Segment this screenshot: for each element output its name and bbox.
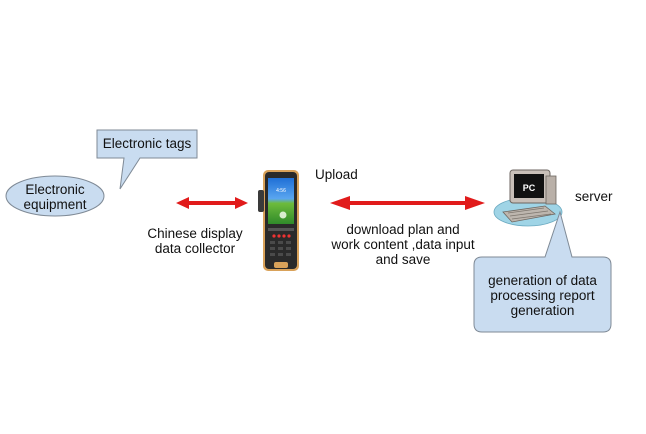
pc-screen-label: PC (523, 183, 536, 193)
electronic-tags-label: Electronic tags (102, 136, 192, 151)
report-line-1: generation of data (488, 273, 597, 288)
electronic-equipment-label: Electronic equipment (6, 182, 104, 212)
electronic-equipment-line-1: Electronic (25, 182, 85, 197)
data-collector-label: Chinese display data collector (130, 226, 260, 256)
report-line-3: generation (510, 303, 575, 318)
download-label-line-3: and save (375, 252, 431, 267)
server-label: server (575, 189, 613, 204)
download-label-line-1: download plan and (346, 222, 460, 237)
arrow-collector-server (330, 196, 485, 210)
data-collector-line-1: Chinese display (147, 226, 243, 241)
report-bubble (473, 210, 612, 333)
data-collector-line-2: data collector (154, 241, 236, 256)
report-line-2: processing report (490, 288, 595, 303)
electronic-tags-bubble (96, 129, 198, 190)
electronic-equipment-line-2: equipment (23, 197, 87, 212)
download-label: download plan and work content ,data inp… (318, 222, 488, 267)
arrow-equipment-collector (176, 197, 248, 209)
download-label-line-2: work content ,data input (331, 237, 475, 252)
upload-label: Upload (315, 167, 358, 182)
electronic-equipment-ellipse (5, 175, 105, 217)
report-bubble-label: generation of data processing report gen… (474, 273, 611, 318)
pc-computer-icon: PC (493, 169, 563, 227)
svg-text:4:56: 4:56 (276, 188, 286, 194)
handheld-terminal-icon: 4:56 (258, 170, 299, 271)
